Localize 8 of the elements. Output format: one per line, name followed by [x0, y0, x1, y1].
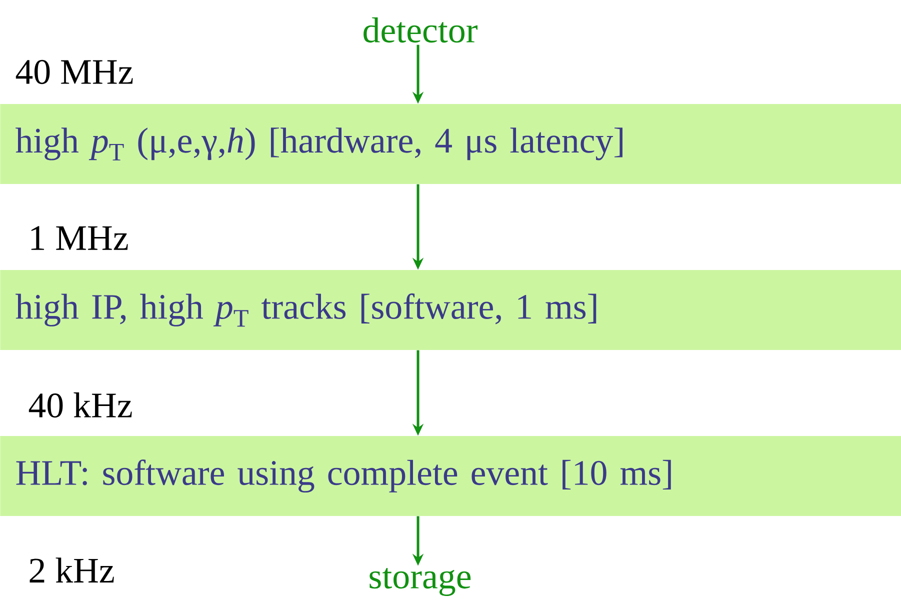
band-box: high p$_{T}$ (μ,e,γ,h) [hardware, 4 μs latency]	[0, 104, 901, 184]
rate-label: 1 MHz	[31, 226, 128, 250]
flow-text: detector	[364, 17, 478, 43]
band-box: high IP, high p$_{T}$ tracks [software, 1 ms]	[0, 270, 901, 350]
band-box: HLT: software using complete event [10 ms]	[0, 436, 901, 516]
rate-label: 40 kHz	[28, 392, 132, 418]
flow-text: storage	[370, 568, 471, 596]
rate-label: 2 kHz	[30, 558, 114, 582]
